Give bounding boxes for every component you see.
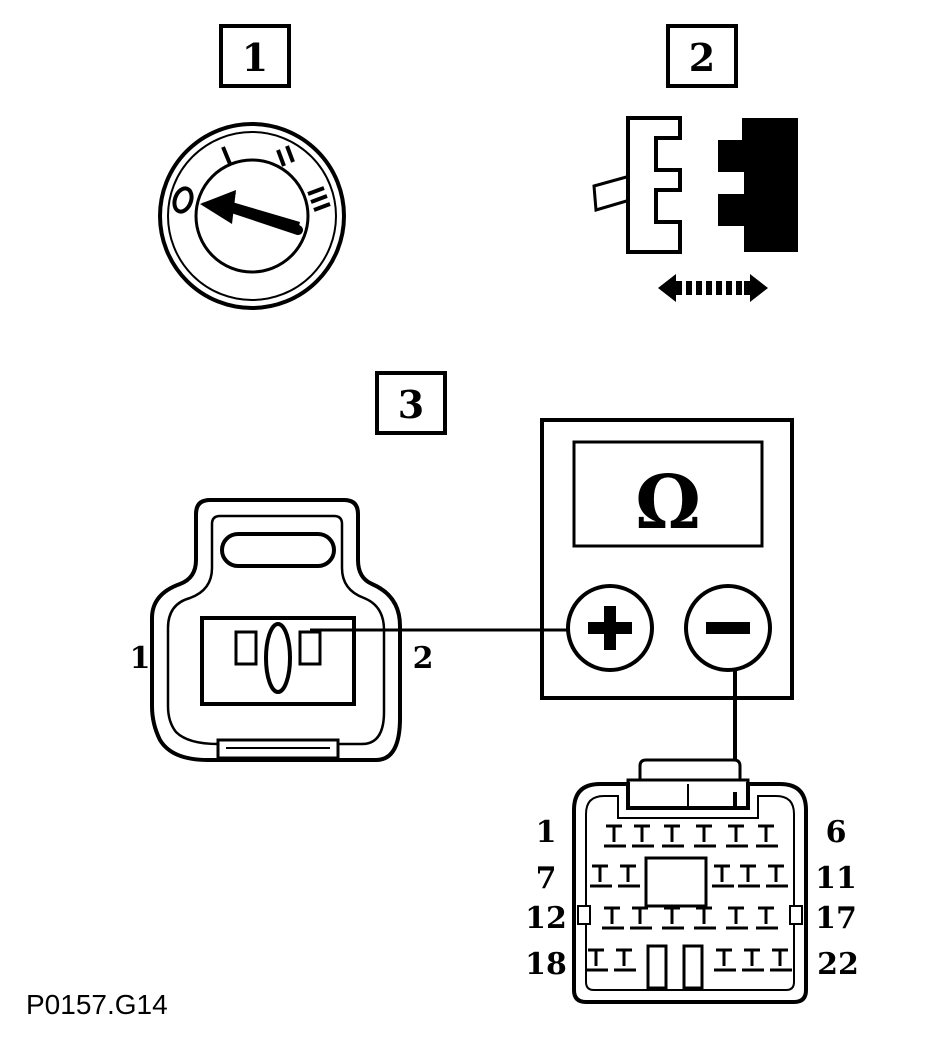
ecu-terminal-row-4 — [586, 948, 792, 972]
position-1-mark — [221, 146, 232, 165]
ecu-terminal-row-3 — [602, 906, 778, 930]
step-2-box: 2 — [666, 24, 738, 88]
step-2-label: 2 — [689, 35, 715, 80]
disconnect-connector-icon — [592, 116, 798, 302]
ecu-pin-17-label: 17 — [815, 901, 857, 936]
ecu-terminal-row-2 — [590, 864, 788, 888]
ecu-pin-1-label: 1 — [536, 815, 557, 850]
separate-arrow-icon — [658, 274, 768, 302]
ecu-pin-18-label: 18 — [525, 947, 567, 982]
plus-terminal — [566, 584, 654, 672]
ecu-connector: 1 6 7 11 12 17 18 22 — [525, 758, 859, 1004]
ecu-terminal-row-1 — [604, 824, 778, 848]
ecu-pin-6-label: 6 — [826, 815, 847, 850]
step-3-label: 3 — [398, 382, 424, 427]
sensor-pin-1-label: 1 — [130, 641, 151, 676]
step-1-label: 1 — [242, 35, 268, 80]
ecu-pin-11-label: 11 — [815, 861, 857, 896]
position-2-mark — [276, 145, 295, 167]
minus-terminal — [684, 584, 772, 672]
figure-code: P0157.G14 — [26, 989, 168, 1020]
sensor-pin-2-label: 2 — [413, 641, 434, 676]
ignition-switch-icon — [158, 122, 346, 310]
meter-display — [572, 440, 764, 548]
sensor-pin-2 — [298, 630, 322, 666]
ohmmeter: Ω — [540, 418, 794, 700]
sensor-pin-1 — [234, 630, 258, 666]
ecu-pin-7-label: 7 — [536, 861, 557, 896]
ohm-symbol: Ω — [635, 460, 701, 546]
ecu-pin-12-label: 12 — [525, 901, 567, 936]
position-3-mark — [307, 186, 331, 212]
sensor-connector: 1 2 — [130, 498, 434, 762]
ecu-pin-22-label: 22 — [817, 947, 859, 982]
step-3-box: 3 — [375, 371, 447, 435]
step-1-box: 1 — [219, 24, 291, 88]
position-0-mark — [172, 186, 194, 214]
